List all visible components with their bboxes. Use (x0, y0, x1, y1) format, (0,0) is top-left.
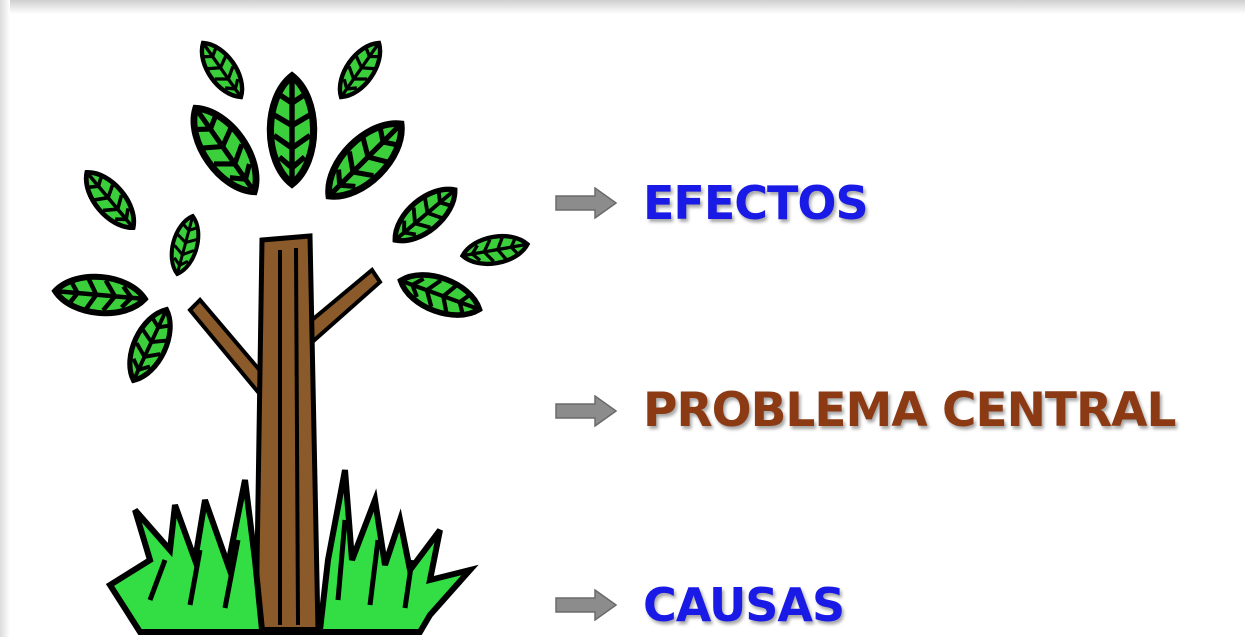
causes-label: CAUSAS (643, 578, 845, 632)
right-arrow-icon (555, 394, 617, 427)
tree-icon (0, 0, 560, 635)
grass (105, 469, 479, 635)
central-problem-row: PROBLEMA CENTRAL (555, 383, 1176, 438)
trunk (253, 233, 321, 633)
effects-label: EFECTOS (643, 176, 869, 230)
central-problem-label: PROBLEMA CENTRAL (643, 383, 1176, 438)
right-arrow-icon (555, 589, 617, 621)
left-branch (187, 297, 271, 396)
left-shadow (0, 0, 10, 637)
effects-row: EFECTOS (555, 176, 869, 230)
right-arrow-icon (555, 187, 617, 219)
causes-row: CAUSAS (555, 578, 845, 632)
top-shadow (0, 0, 1245, 14)
